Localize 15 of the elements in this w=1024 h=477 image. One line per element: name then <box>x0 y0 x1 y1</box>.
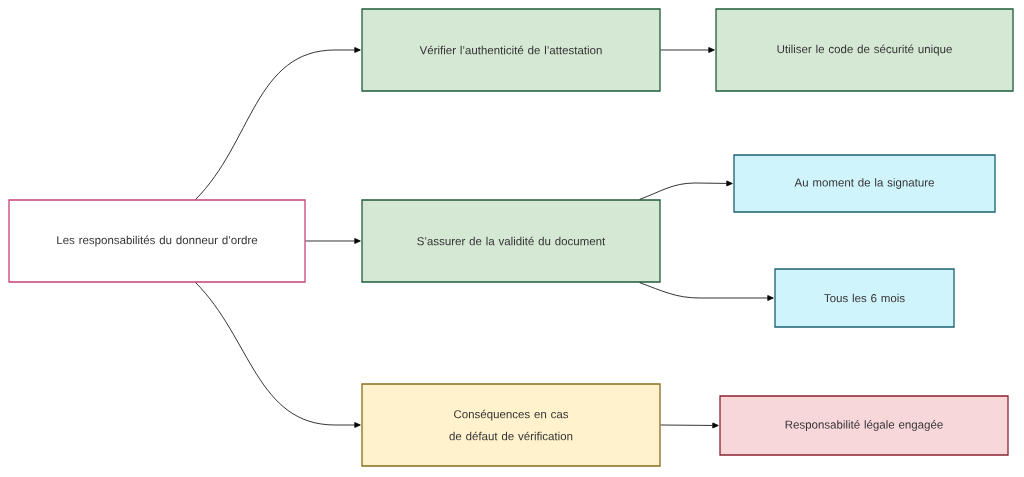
arrow <box>195 47 361 200</box>
arrow <box>639 180 733 200</box>
arrow <box>660 422 719 429</box>
process-box: Conséquences en cas de défaut de vérification <box>361 383 661 467</box>
process-box: Au moment de la signature <box>733 154 996 213</box>
arrow <box>305 238 361 244</box>
process-box: Tous les 6 mois <box>774 268 955 328</box>
arrow <box>639 282 774 301</box>
arrow <box>195 282 361 428</box>
process-box: Responsabilité légale engagée <box>719 395 1009 456</box>
process-box: Vérifier l’authenticité de l’attestation <box>361 8 661 92</box>
process-box: Utiliser le code de sécurité unique <box>715 8 1014 92</box>
topic-box: Les responsabilités du donneur d’ordre <box>8 199 306 283</box>
arrow <box>660 47 715 53</box>
process-box: S’assurer de la validité du document <box>361 199 661 283</box>
